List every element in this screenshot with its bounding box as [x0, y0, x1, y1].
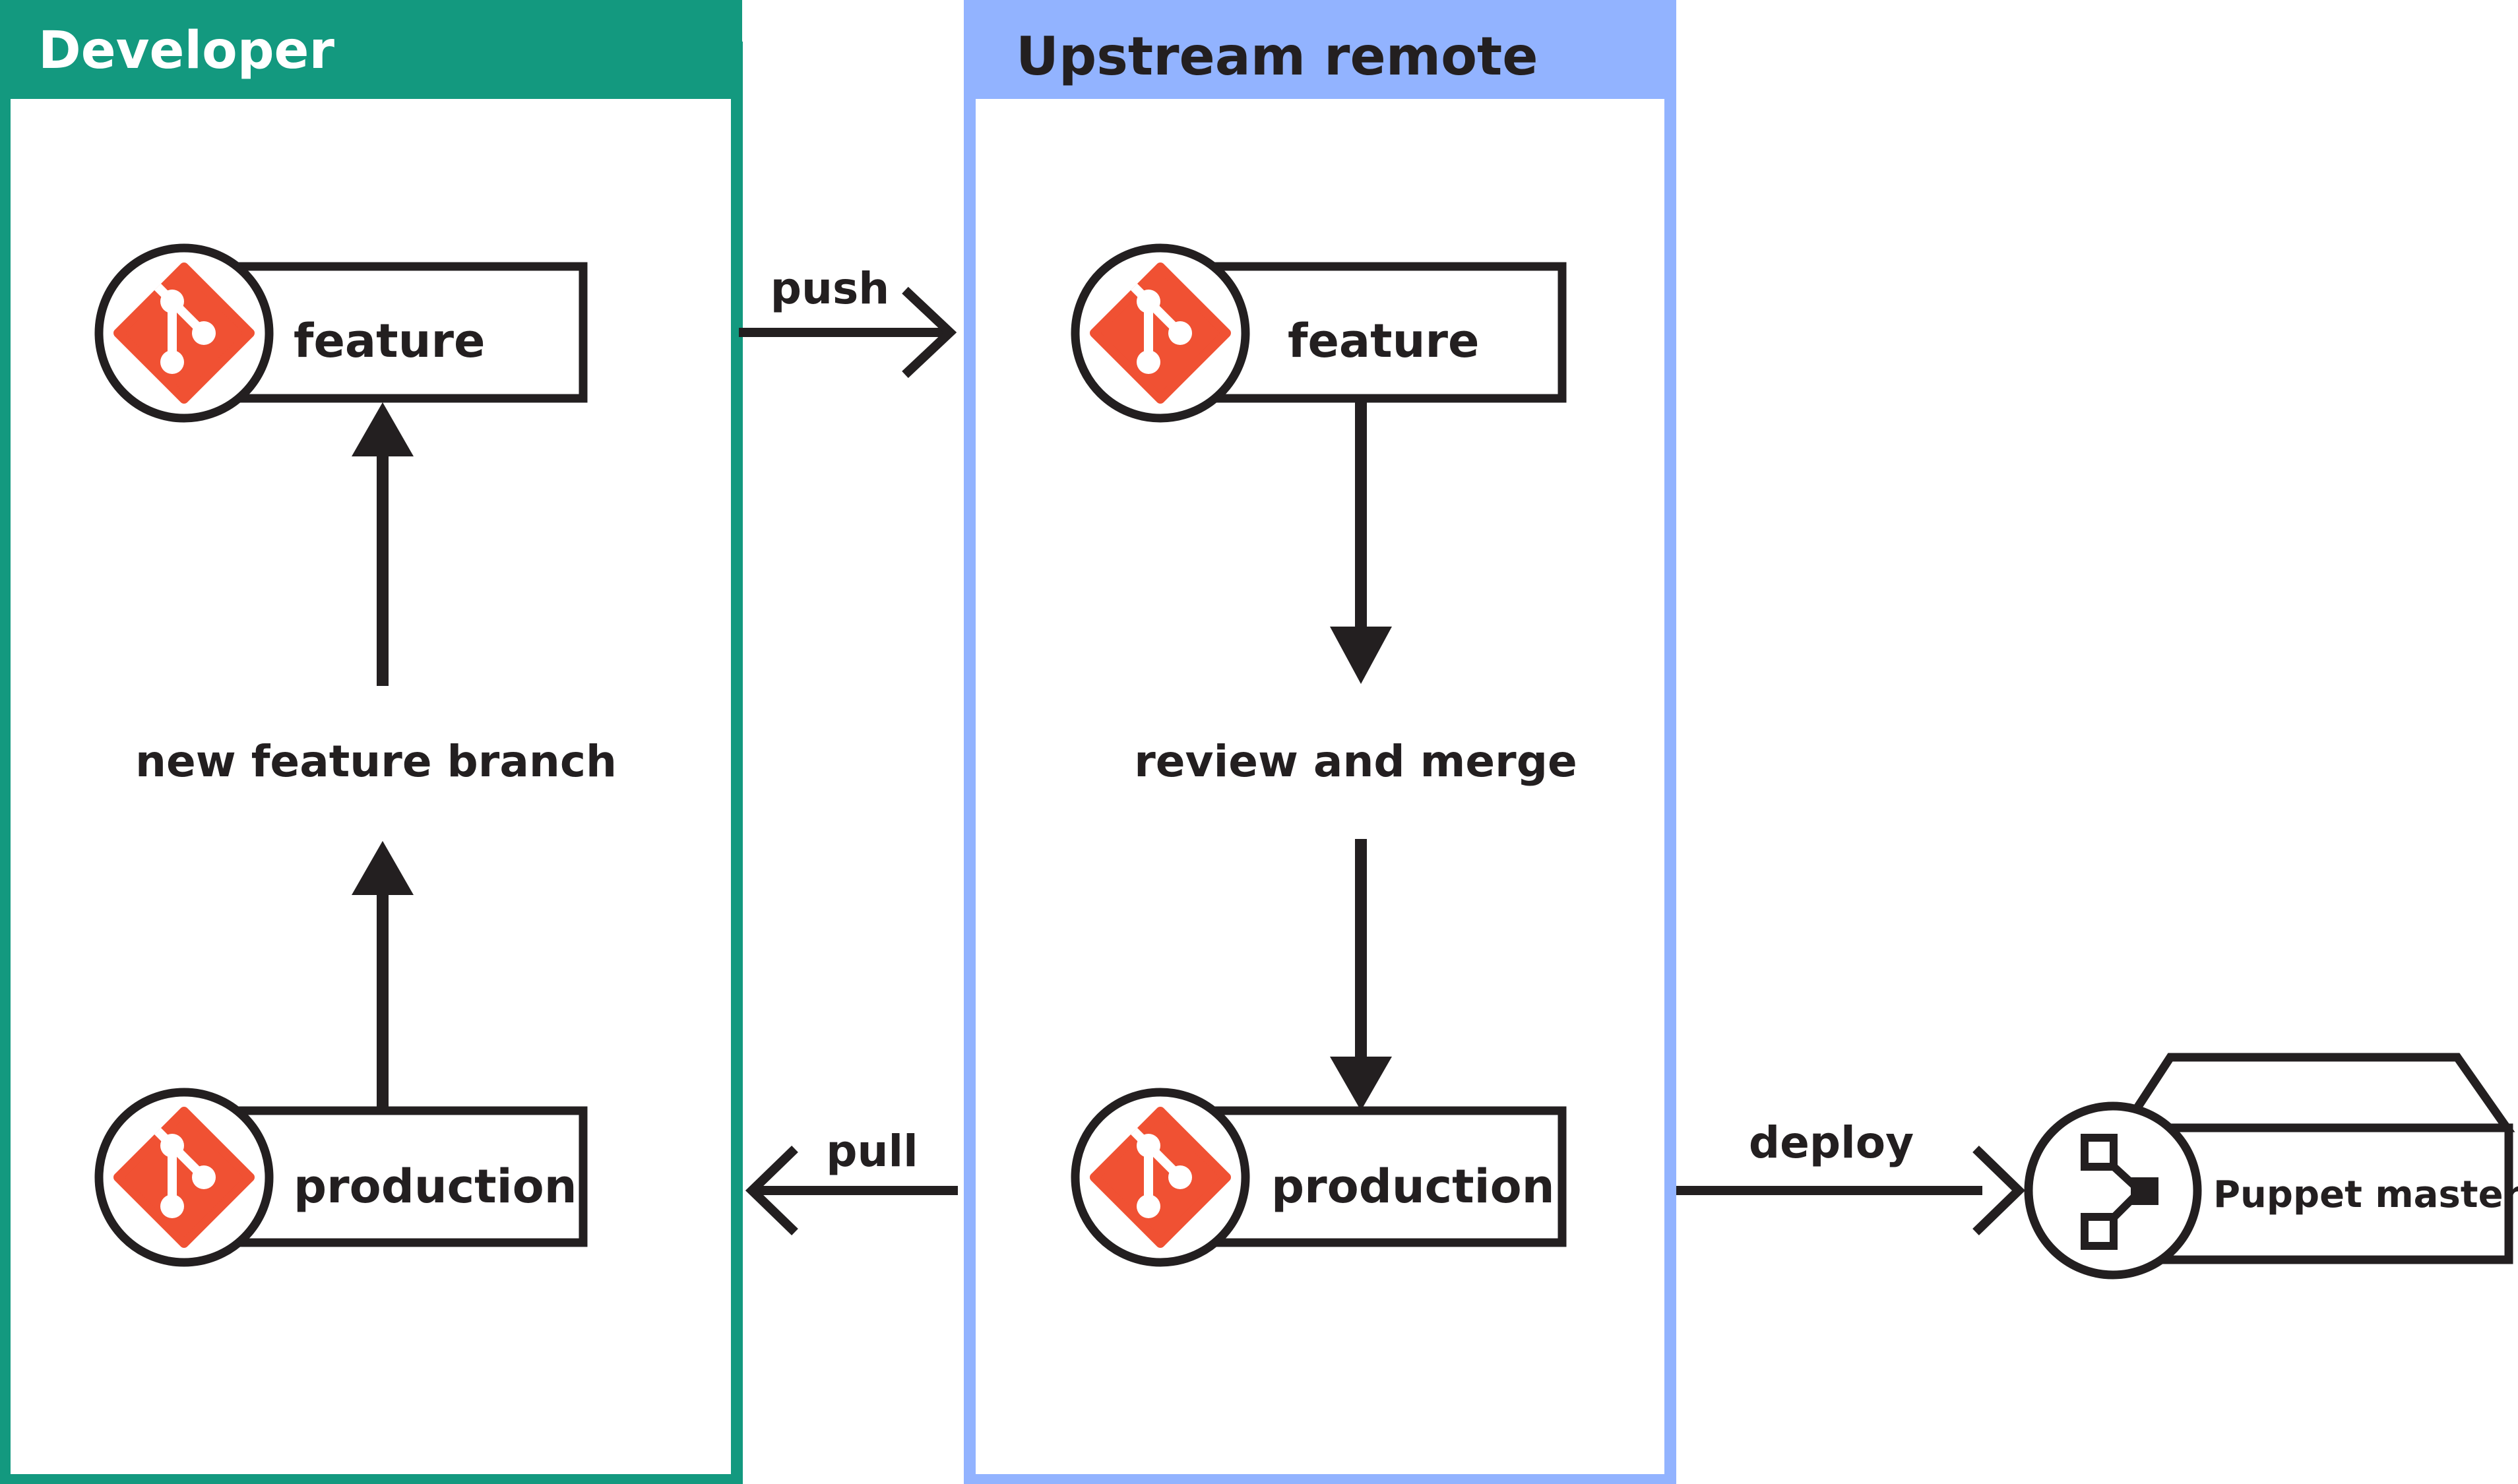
push-arrow — [739, 286, 957, 379]
puppet-circle — [2024, 1101, 2202, 1280]
server-top — [2116, 1053, 2515, 1132]
pull-label: pull — [826, 1126, 918, 1177]
developer-panel-title: Developer — [38, 21, 334, 80]
puppet-master-server: Puppet master — [2024, 1053, 2518, 1280]
developer-panel: Developer — [0, 0, 743, 1484]
upstream-panel: Upstream remote — [964, 0, 1676, 1484]
deploy-arrow — [1676, 1145, 2026, 1236]
developer-up-arrow-bottom — [352, 841, 414, 1111]
upstream-down-arrow-top — [1330, 398, 1392, 684]
puppet-master-label: Puppet master — [2213, 1173, 2518, 1216]
upstream-feature-branch: feature — [1071, 243, 1567, 423]
upstream-feature-label: feature — [1288, 314, 1479, 368]
review-and-merge-label: review and merge — [1134, 736, 1577, 787]
upstream-down-arrow-bottom — [1330, 839, 1392, 1111]
developer-feature-label: feature — [294, 314, 485, 368]
developer-feature-branch: feature — [94, 243, 588, 423]
puppet-logo-icon — [2081, 1134, 2158, 1250]
developer-up-arrow-top — [352, 402, 414, 686]
developer-production-branch: production — [94, 1088, 588, 1267]
push-label: push — [771, 263, 890, 314]
upstream-panel-header — [964, 0, 1676, 99]
upstream-production-branch: production — [1071, 1088, 1567, 1267]
upstream-panel-title: Upstream remote — [1016, 26, 1538, 87]
upstream-production-label: production — [1271, 1159, 1555, 1214]
pull-arrow — [745, 1145, 958, 1236]
new-feature-branch-label: new feature branch — [135, 736, 617, 787]
developer-production-label: production — [294, 1159, 577, 1214]
developer-panel-header — [0, 0, 742, 99]
deploy-label: deploy — [1749, 1117, 1914, 1168]
